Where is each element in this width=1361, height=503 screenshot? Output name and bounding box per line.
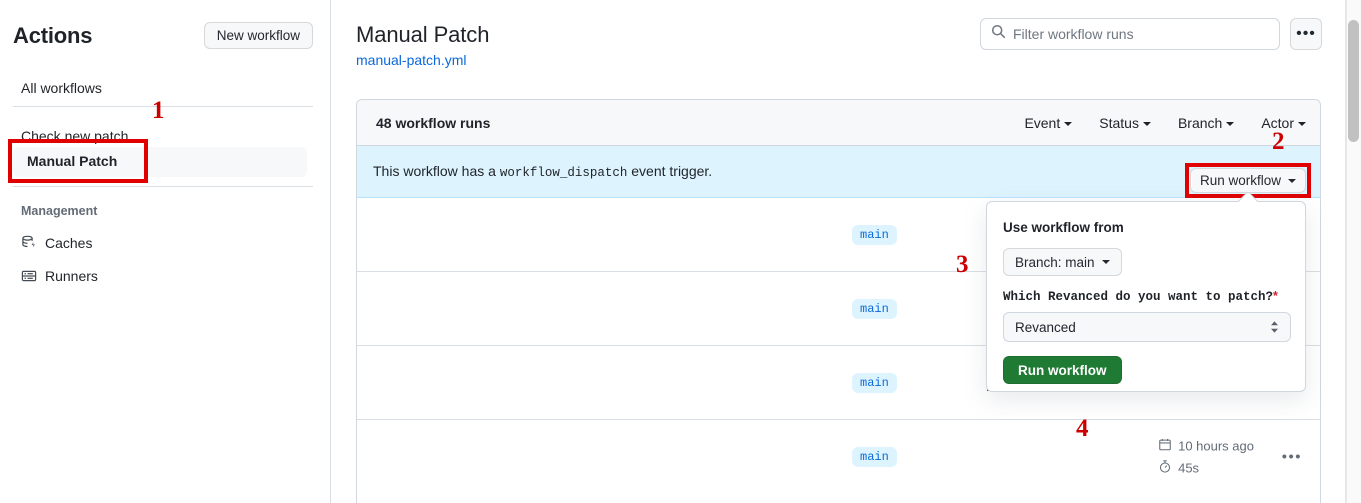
table-row[interactable]: main 10 hours ago — [357, 420, 1320, 494]
runs-panel-header: 48 workflow runs Event Status Branch Act… — [357, 100, 1320, 146]
table-row[interactable]: main — [357, 272, 1320, 346]
table-row[interactable]: main — [357, 198, 1320, 272]
branch-badge[interactable]: main — [852, 298, 897, 319]
more-options-button[interactable]: ••• — [1290, 18, 1322, 50]
calendar-icon — [1158, 438, 1172, 455]
page-scrollbar-track[interactable] — [1346, 0, 1361, 503]
runs-filter-group: Event Status Branch Actor — [1024, 115, 1306, 131]
filter-branch[interactable]: Branch — [1178, 115, 1235, 131]
use-workflow-from-label: Use workflow from — [1003, 220, 1124, 235]
row-more-options-button[interactable]: ••• — [1281, 448, 1302, 466]
sidebar-item-runners[interactable]: Runners — [21, 268, 98, 284]
chevron-down-icon — [1142, 121, 1151, 130]
branch-selector[interactable]: Branch: main — [1003, 248, 1122, 276]
workflow-input-label: Which Revanced do you want to patch?* — [1003, 289, 1278, 304]
sidebar-item-check-new-patch[interactable]: Check new patch — [21, 128, 129, 144]
dispatch-banner-text: This workflow has a workflow_dispatch ev… — [373, 163, 713, 180]
select-spinner-icon — [1269, 319, 1280, 335]
chevron-down-icon — [1064, 121, 1073, 130]
branch-badge[interactable]: main — [852, 372, 897, 393]
chevron-down-icon — [1101, 260, 1110, 268]
sidebar-item-label: Caches — [45, 235, 93, 251]
run-count-label: 48 workflow runs — [376, 114, 491, 131]
run-workflow-dropdown: Use workflow from Branch: main Which Rev… — [986, 191, 1306, 392]
stopwatch-icon — [1158, 460, 1172, 477]
sidebar-divider-2 — [13, 186, 313, 187]
search-icon — [991, 24, 1006, 44]
chevron-down-icon — [1298, 121, 1306, 130]
run-duration: 45s — [1158, 460, 1199, 477]
active-accent-bar — [8, 150, 12, 174]
new-workflow-button[interactable]: New workflow — [203, 22, 313, 49]
management-section-title: Management — [21, 204, 98, 218]
cache-icon — [21, 235, 37, 251]
sidebar-item-all-workflows[interactable]: All workflows — [21, 80, 102, 96]
dispatch-event-code: workflow_dispatch — [499, 166, 628, 180]
chevron-down-icon — [1288, 178, 1297, 187]
workflow-file-link[interactable]: manual-patch.yml — [356, 52, 467, 68]
search-input[interactable] — [1013, 26, 1269, 42]
submit-run-workflow-button[interactable]: Run workflow — [1003, 356, 1122, 384]
revanced-select[interactable]: Revanced — [1003, 312, 1291, 342]
sidebar-item-manual-patch[interactable]: Manual Patch — [8, 147, 307, 177]
chevron-down-icon — [1226, 121, 1235, 130]
sidebar: Actions New workflow All workflows Check… — [0, 0, 330, 503]
sidebar-divider-1 — [13, 106, 313, 107]
revanced-select-value: Revanced — [1015, 319, 1076, 335]
search-field-wrapper[interactable] — [980, 18, 1280, 50]
run-timestamp: 10 hours ago — [1158, 438, 1254, 455]
run-meta: 10 hours ago 45s — [1158, 438, 1254, 477]
branch-badge[interactable]: main — [852, 224, 897, 245]
required-marker: * — [1273, 289, 1278, 303]
branch-badge[interactable]: main — [852, 447, 897, 467]
filter-status[interactable]: Status — [1099, 115, 1151, 131]
page-right-edge — [1345, 0, 1346, 503]
sidebar-item-label: Runners — [45, 268, 98, 284]
page-title: Actions — [13, 22, 93, 48]
page-scrollbar-thumb[interactable] — [1348, 20, 1359, 142]
sidebar-item-caches[interactable]: Caches — [21, 235, 92, 251]
run-workflow-button[interactable]: Run workflow — [1190, 168, 1306, 193]
workflow-dispatch-banner: This workflow has a workflow_dispatch ev… — [357, 146, 1320, 198]
workflow-title: Manual Patch — [356, 22, 490, 47]
sidebar-header: Actions New workflow — [13, 22, 313, 49]
filter-actor[interactable]: Actor — [1261, 115, 1306, 131]
sidebar-item-label: Manual Patch — [27, 153, 118, 169]
filter-event[interactable]: Event — [1024, 115, 1073, 131]
server-icon — [21, 268, 37, 284]
sidebar-vertical-divider — [330, 0, 331, 503]
kebab-icon: ••• — [1296, 25, 1316, 42]
